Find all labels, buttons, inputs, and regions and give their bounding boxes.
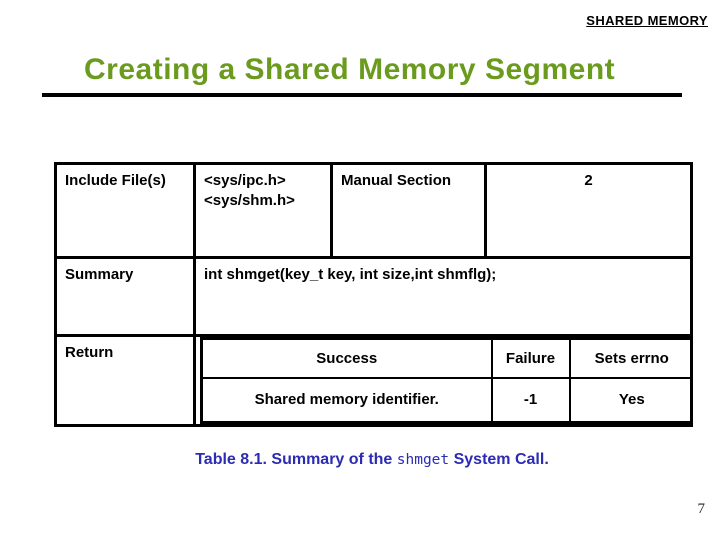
caption-suffix: System Call. [449,451,549,468]
table-row-summary: Summary int shmget(key_t key, int size,i… [54,256,693,337]
manual-section-value: 2 [584,172,593,189]
return-label: Return [65,344,114,361]
failure-header-cell: Failure [490,338,571,379]
page-number: 7 [697,501,706,517]
sets-errno-value-cell: Yes [568,376,689,423]
manual-section-label: Manual Section [341,172,452,189]
include-file-line-2: <sys/shm.h> [204,191,295,209]
manual-section-label-cell: Manual Section [330,162,487,259]
summary-label-cell: Summary [54,256,196,337]
summary-label: Summary [65,266,134,283]
caption-code-shmget: shmget [396,452,450,468]
sets-errno-header-cell: Sets errno [568,338,689,379]
summary-value-cell: int shmget(key_t key, int size,int shmfl… [193,256,693,337]
title-underline-rule [42,93,682,97]
failure-value-cell: -1 [490,376,571,423]
success-header-cell: Success [200,338,493,379]
table-caption: Table 8.1. Summary of the shmget System … [54,451,690,469]
caption-prefix: Table 8.1. Summary of the [195,451,397,468]
include-file-line-1: <sys/ipc.h> [204,172,286,189]
manual-section-value-cell: 2 [484,162,693,259]
include-files-label-cell: Include File(s) [54,162,196,259]
system-call-summary-table: Include File(s) <sys/ipc.h> <sys/shm.h> … [54,162,693,427]
section-header-label: SHARED MEMORY [586,13,708,28]
summary-value: int shmget(key_t key, int size,int shmfl… [204,266,497,283]
return-results-cell: Success Failure Sets errno Shared memory… [193,334,693,427]
return-header-row: Success Failure Sets errno [200,338,689,379]
return-value-row: Shared memory identifier. -1 Yes [200,376,689,423]
return-results-table: Success Failure Sets errno Shared memory… [200,338,689,423]
table-row-return: Return Success Failure Sets errno [54,334,693,427]
return-label-cell: Return [54,334,196,427]
include-files-label: Include File(s) [65,172,166,189]
success-value-cell: Shared memory identifier. [200,376,493,423]
include-files-value-cell: <sys/ipc.h> <sys/shm.h> [193,162,333,259]
page-title: Creating a Shared Memory Segment [84,53,616,86]
table-row-include: Include File(s) <sys/ipc.h> <sys/shm.h> … [54,162,693,259]
